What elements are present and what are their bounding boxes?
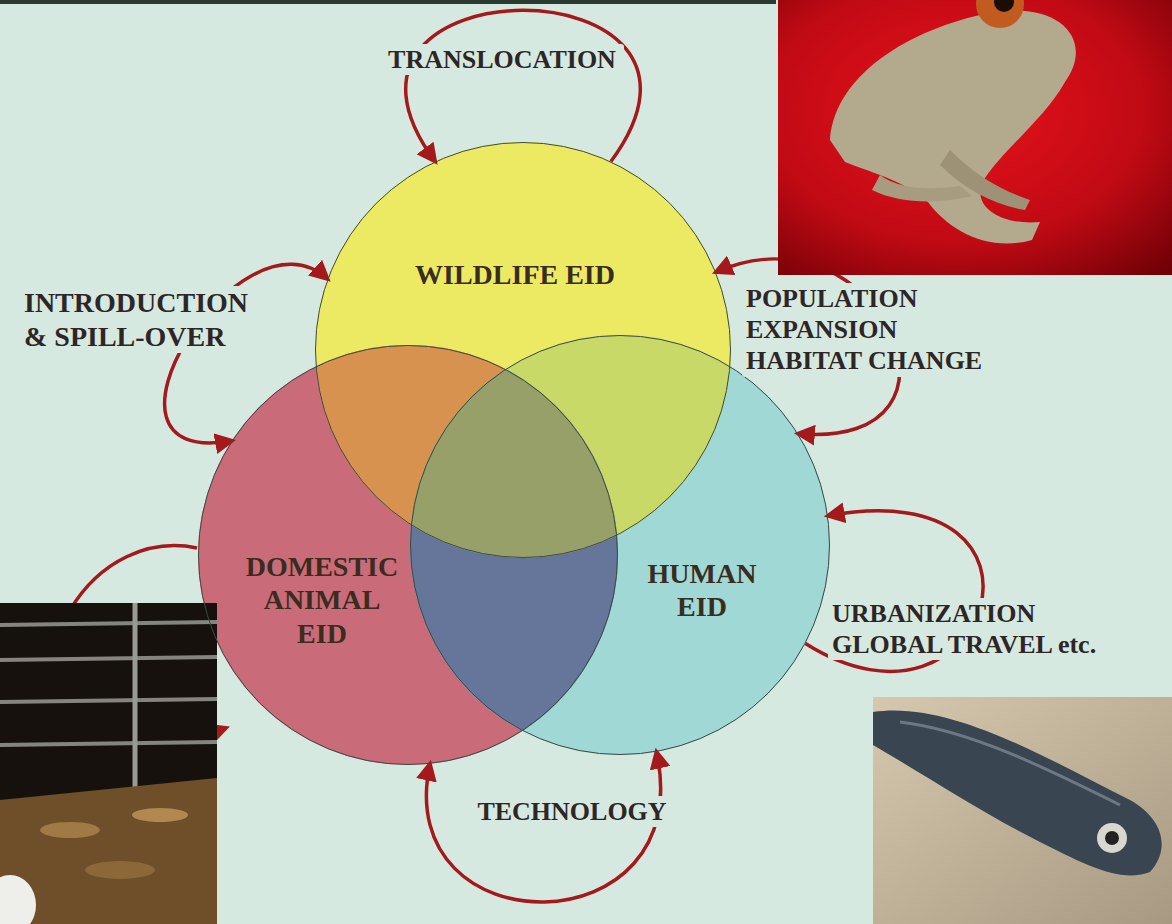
- text-holder: HUMAN EID: [644, 557, 761, 623]
- arrow-label: POPULATION EXPANSION HABITAT CHANGE: [742, 283, 995, 377]
- venn-circle: HUMAN EID: [410, 335, 830, 755]
- circle-label: DOMESTIC ANIMAL EID: [242, 550, 403, 649]
- text-holder: DOMESTIC ANIMAL EID: [242, 550, 403, 649]
- venn-circle: DOMESTIC ANIMAL EID: [198, 345, 618, 765]
- text-holder: WILDLIFE EID: [411, 258, 619, 291]
- arrow-label: TRANSLOCATION: [380, 44, 624, 75]
- frog-body: [830, 10, 1076, 243]
- frog-leg: [940, 150, 1030, 210]
- text-holder: TRANSLOCATION: [380, 44, 624, 75]
- arrow-label: TECHNOLOGY: [469, 796, 675, 827]
- text-holder: INTRODUCTION & SPILL-OVER: [20, 286, 261, 353]
- fence-photo: [0, 603, 217, 924]
- circle-label: WILDLIFE EID: [411, 258, 619, 291]
- circle-outline: [315, 142, 731, 558]
- frog-eye: [976, 0, 1024, 28]
- text-holder: URBANIZATION GLOBAL TRAVEL etc.: [828, 598, 1112, 660]
- photo-ground: [778, 0, 1172, 275]
- overlap-fill: [410, 335, 830, 755]
- fish-photo: [873, 697, 1172, 924]
- leaf-litter: [40, 822, 100, 838]
- human-fill: [410, 335, 830, 755]
- overlap-fill: [410, 335, 830, 755]
- leaf-litter: [85, 861, 155, 879]
- fence-post: [133, 603, 138, 790]
- fence-rail: [0, 657, 217, 660]
- venn-circle: WILDLIFE EID: [315, 142, 731, 558]
- fish-body: [873, 710, 1162, 875]
- circle-outline: [410, 335, 830, 755]
- fish-stripe: [900, 722, 1120, 805]
- frog-eye: [994, 0, 1014, 12]
- curved-arrow: [406, 10, 641, 161]
- photo-ground: [0, 603, 217, 924]
- circle-outline: [411, 336, 830, 755]
- fish-eye: [1105, 831, 1119, 845]
- overlap-fill: [410, 335, 830, 755]
- arrow-label: INTRODUCTION & SPILL-OVER: [20, 286, 261, 353]
- leaf-litter: [132, 808, 188, 822]
- slide-edge: [0, 0, 776, 4]
- text-holder: POPULATION EXPANSION HABITAT CHANGE: [742, 283, 995, 377]
- fence-rail: [0, 622, 217, 625]
- circle-outline: [316, 143, 731, 558]
- fence-rail: [0, 742, 217, 745]
- fence-rail: [0, 699, 217, 702]
- text-holder: TECHNOLOGY: [469, 796, 675, 827]
- photo-ground: [873, 697, 1172, 924]
- arrow-label: URBANIZATION GLOBAL TRAVEL etc.: [828, 598, 1112, 660]
- circle-outline: [199, 346, 618, 765]
- fish-eye: [1097, 823, 1127, 853]
- frog-photo: [778, 0, 1172, 275]
- animal-part: [0, 875, 36, 924]
- curved-arrow: [70, 546, 197, 610]
- circle-label: HUMAN EID: [644, 557, 761, 623]
